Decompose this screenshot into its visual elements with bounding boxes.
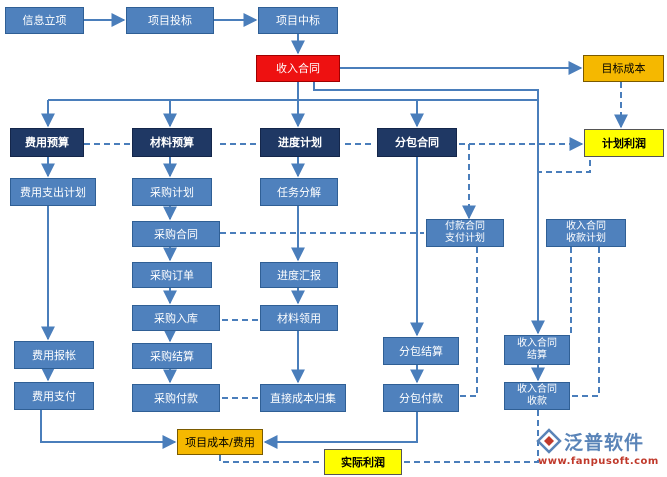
node-actual-profit: 实际利润: [324, 449, 402, 475]
node-target-cost: 目标成本: [583, 55, 664, 82]
node-material-budget: 材料预算: [132, 128, 212, 157]
node-expense-claim: 费用报帐: [14, 341, 94, 369]
node-task-breakdown: 任务分解: [260, 178, 338, 206]
node-project-won: 项目中标: [258, 7, 338, 34]
node-project-bid: 项目投标: [126, 7, 214, 34]
node-info-project: 信息立项: [5, 7, 84, 34]
logo-url: www.fanpusoft.com: [538, 456, 659, 467]
node-progress-report: 进度汇报: [260, 262, 338, 288]
node-income-receipt: 收入合同 收款: [504, 382, 570, 410]
brand-logo: 泛普软件 www.fanpusoft.com: [536, 426, 662, 470]
node-expense-payment: 费用支付: [14, 382, 94, 410]
node-planned-profit: 计划利润: [584, 129, 664, 157]
node-expense-budget: 费用预算: [10, 128, 84, 157]
node-subcontract-settlement: 分包结算: [383, 337, 459, 365]
node-project-cost: 项目成本/费用: [177, 429, 263, 455]
node-purchase-plan: 采购计划: [132, 178, 212, 206]
node-material-requisition: 材料领用: [260, 305, 338, 331]
node-subcontract-payment: 分包付款: [383, 384, 459, 412]
node-purchase-warehousing: 采购入库: [132, 305, 220, 331]
logo-name: 泛普软件: [564, 432, 645, 454]
node-subcontract: 分包合同: [377, 128, 457, 157]
logo-mark-icon: [536, 428, 562, 454]
node-purchase-contract: 采购合同: [132, 221, 220, 247]
node-purchase-payment: 采购付款: [132, 384, 220, 412]
node-schedule-plan: 进度计划: [260, 128, 340, 157]
node-income-contract: 收入合同: [256, 55, 340, 82]
node-direct-cost-collection: 直接成本归集: [260, 384, 346, 412]
node-payment-contract-plan: 付款合同 支付计划: [426, 219, 504, 247]
node-income-settlement: 收入合同 结算: [504, 335, 570, 365]
node-income-collection-plan: 收入合同 收款计划: [546, 219, 626, 247]
node-expense-plan: 费用支出计划: [10, 178, 96, 206]
node-purchase-settlement: 采购结算: [132, 343, 212, 369]
node-purchase-order: 采购订单: [132, 262, 212, 288]
